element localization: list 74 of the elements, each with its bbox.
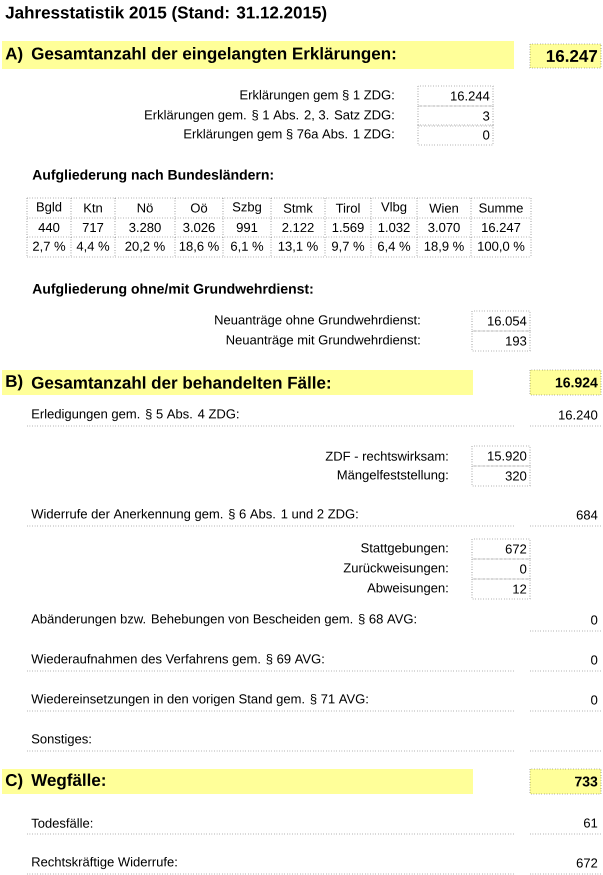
table-cell: Nö bbox=[138, 203, 153, 213]
table-cell: Bgld bbox=[37, 202, 62, 214]
row-label: Zurückweisungen: bbox=[344, 562, 448, 576]
value-cell: 16.054 bbox=[472, 310, 530, 332]
table-cell: Ktn bbox=[84, 203, 102, 213]
section-heading: C) Wegfälle: bbox=[2, 769, 473, 794]
title: Jahresstatistik 2015 (Stand: 31.12.2015) bbox=[5, 6, 326, 22]
value-text: 0 bbox=[591, 695, 598, 705]
value-text: 61 bbox=[584, 818, 598, 828]
table-cell: 20,2 % bbox=[125, 242, 165, 252]
table-cell: 2,7 % bbox=[33, 242, 66, 252]
value-cell: 12 bbox=[472, 578, 530, 600]
table-cell: 1.569 bbox=[332, 222, 364, 232]
row-label: ZDF - rechtswirksam: bbox=[326, 451, 448, 461]
row-label: Rechtskräftige Widerrufe: bbox=[32, 856, 177, 870]
table-cell: Stmk bbox=[284, 203, 313, 213]
value-text: 0 bbox=[591, 615, 598, 625]
row-label: Erklärungen gem § 1 ZDG: bbox=[240, 90, 394, 102]
table-cell: Summe bbox=[479, 203, 523, 213]
row-label: Erledigungen gem. § 5 Abs. 4 ZDG: bbox=[32, 408, 238, 422]
row-label: Wiederaufnahmen des Verfahrens gem. § 69 AVG: bbox=[31, 654, 324, 666]
table-cell: 100,0 % bbox=[478, 242, 524, 252]
value-cell: 16.244 bbox=[418, 86, 494, 106]
table-cell: Vlbg bbox=[381, 202, 406, 214]
subheading: Aufgliederung ohne/mit Grundwehrdienst: bbox=[32, 283, 312, 297]
row-label: Erklärungen gem § 76a Abs. 1 ZDG: bbox=[184, 128, 394, 142]
total-box: 16.924 bbox=[530, 370, 602, 396]
table-cell: 13,1 % bbox=[278, 242, 318, 252]
value-text: 16.240 bbox=[559, 410, 598, 420]
value-cell: 193 bbox=[472, 330, 530, 352]
row-label: Stattgebungen: bbox=[361, 542, 448, 556]
table-cell: Oö bbox=[190, 203, 208, 213]
row-label: Neuanträge mit Grundwehrdienst: bbox=[226, 334, 420, 348]
row-label: Sonstiges: bbox=[32, 734, 91, 746]
table-cell: 717 bbox=[82, 223, 104, 232]
value-cell: 0 bbox=[472, 558, 530, 580]
table-cell: Tirol bbox=[336, 203, 360, 213]
row-label: Wiedereinsetzungen in den vorigen Stand gem. § 71 AVG: bbox=[31, 694, 368, 706]
table-cell: 18,9 % bbox=[424, 242, 464, 252]
table-cell: Szbg bbox=[232, 202, 261, 214]
table-cell: 18,6 % bbox=[180, 242, 219, 252]
table-cell: Wien bbox=[429, 203, 458, 213]
table-cell: 3.280 bbox=[129, 222, 161, 232]
table-cell: 9,7 % bbox=[332, 242, 364, 252]
row-label: Widerrufe der Anerkennung gem. § 6 Abs. 1 und 2 ZDG: bbox=[31, 508, 358, 522]
total-box: 16.247 bbox=[530, 44, 602, 68]
value-cell: 672 bbox=[472, 538, 530, 560]
section-heading: B) Gesamtanzahl der behandelten Fälle: bbox=[2, 370, 473, 395]
table-cell: 16.247 bbox=[482, 222, 520, 232]
row-label: Abweisungen: bbox=[367, 582, 448, 596]
total-box: 733 bbox=[530, 768, 602, 794]
table-cell: 440 bbox=[38, 222, 60, 232]
row-label: Mängelfeststellung: bbox=[338, 470, 448, 482]
row-label: Neuanträge ohne Grundwehrdienst: bbox=[215, 314, 420, 328]
value-text: 0 bbox=[591, 655, 598, 665]
section-heading: A) Gesamtanzahl der eingelangten Erklärungen: bbox=[2, 41, 514, 69]
table-cell: 991 bbox=[236, 222, 258, 232]
value-cell: 15.920 bbox=[472, 446, 530, 466]
table-cell: 1.032 bbox=[378, 222, 410, 232]
row-label: Todesfälle: bbox=[32, 818, 92, 828]
value-cell: 3 bbox=[418, 106, 494, 126]
table-cell: 2.122 bbox=[282, 222, 314, 232]
value-cell: 320 bbox=[472, 466, 530, 486]
subheading: Aufgliederung nach Bundesländern: bbox=[32, 169, 273, 183]
value-text: 672 bbox=[576, 858, 598, 868]
row-label: Erklärungen gem. § 1 Abs. 2, 3. Satz ZDG: bbox=[145, 110, 394, 122]
table-cell: 3.026 bbox=[183, 222, 215, 232]
table-cell: 3.070 bbox=[428, 222, 460, 232]
table-cell: 6,4 % bbox=[378, 242, 410, 252]
row-label: Abänderungen bzw. Behebungen von Bescheiden gem. § 68 AVG: bbox=[31, 614, 416, 626]
value-cell: 0 bbox=[418, 124, 494, 146]
table-cell: 6,1 % bbox=[231, 242, 264, 252]
value-text: 684 bbox=[576, 510, 598, 520]
table-cell: 4,4 % bbox=[76, 242, 110, 252]
